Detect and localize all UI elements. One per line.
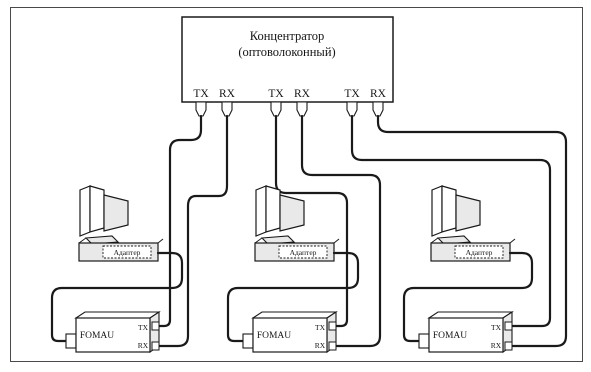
fomau-tx-label: TX: [491, 323, 502, 332]
hub: Концентратор (оптоволоконный) TX RX TX R…: [181, 16, 394, 117]
fomau-label: FOMAU: [257, 331, 291, 341]
station-2: Адаптер FOMAU TX RX: [226, 185, 360, 354]
fomau-tx-label: TX: [138, 323, 149, 332]
hub-label-line1: Концентратор: [250, 29, 324, 43]
fomau-rx-label: RX: [138, 341, 149, 350]
computer-monitor-icon: [79, 185, 129, 245]
hub-port-2-rx: RX: [294, 88, 311, 100]
fomau-tx-label: TX: [315, 323, 326, 332]
adapter-label: Адаптер: [466, 248, 493, 257]
adapter-label: Адаптер: [290, 248, 317, 257]
hub-port-2-tx: TX: [268, 88, 284, 100]
station-3: Адаптер FOMAU TX RX: [402, 185, 534, 354]
cable-tx-1: [157, 114, 203, 328]
hub-box: [181, 16, 394, 103]
hub-port-3-rx: RX: [370, 88, 387, 100]
hub-connector-tx-2: [270, 101, 282, 117]
adapter-label: Адаптер: [114, 248, 141, 257]
hub-connector-rx-1: [221, 101, 233, 117]
hub-connector-rx-3: [372, 101, 384, 117]
station-1: Адаптер FOMAU TX RX: [50, 185, 184, 354]
cable-rx-1: [157, 114, 229, 348]
cable-rx-3: [376, 114, 568, 348]
fomau-unit: FOMAU TX RX: [65, 310, 161, 354]
fomau-unit: FOMAU TX RX: [242, 310, 338, 354]
network-adapter: [278, 245, 328, 259]
hub-label-line2: (оптоволоконный): [238, 45, 335, 59]
fomau-label: FOMAU: [80, 331, 114, 341]
cable-rx-2: [300, 114, 382, 348]
hub-port-1-tx: TX: [193, 88, 209, 100]
hub-connector-tx-3: [346, 101, 358, 117]
aui-cable-2: [226, 251, 360, 343]
hub-port-3-tx: TX: [344, 88, 360, 100]
cable-tx-3: [350, 114, 552, 328]
fomau-rx-label: RX: [315, 341, 326, 350]
hub-connector-tx-1: [195, 101, 207, 117]
fomau-rx-label: RX: [491, 341, 502, 350]
computer-monitor-icon: [431, 185, 481, 245]
aui-cable-1: [50, 251, 184, 343]
computer-monitor-icon: [255, 185, 305, 245]
fomau-label: FOMAU: [433, 331, 467, 341]
hub-port-1-rx: RX: [219, 88, 236, 100]
fomau-unit: FOMAU TX RX: [418, 310, 514, 354]
aui-cable-3: [402, 251, 534, 343]
network-adapter: [102, 245, 152, 259]
network-adapter: [454, 245, 504, 259]
hub-connector-rx-2: [296, 101, 308, 117]
